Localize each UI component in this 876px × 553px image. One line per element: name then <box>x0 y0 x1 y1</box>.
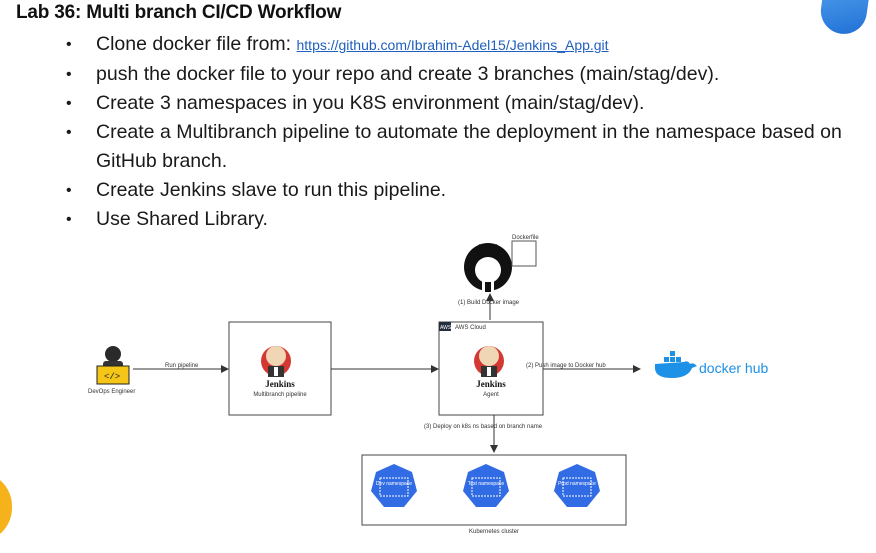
bullet-text: push the docker file to your repo and cr… <box>96 63 720 85</box>
bullet-item: • Clone docker file from: https://github… <box>66 30 866 60</box>
jenkins-name: Jenkins <box>265 379 295 389</box>
namespace-test <box>463 464 509 507</box>
bullet-dot: • <box>66 66 72 83</box>
bullet-text: Use Shared Library. <box>96 208 268 230</box>
jenkins-agent-icon <box>474 346 504 377</box>
repo-link[interactable]: https://github.com/Ibrahim-Adel15/Jenkin… <box>296 37 609 53</box>
bullet-item: • Use Shared Library. <box>66 205 866 234</box>
aws-label: AWS Cloud <box>455 325 486 331</box>
bullet-item: • push the docker file to your repo and … <box>66 60 866 89</box>
build-label: (1) Build Docker image <box>458 300 520 306</box>
bullet-dot: • <box>66 95 72 112</box>
namespace-prod <box>554 464 600 507</box>
bullet-text: Create a Multibranch pipeline to automat… <box>96 121 842 172</box>
svg-text:</>: </> <box>104 372 120 382</box>
aws-tag: AWS <box>440 325 452 331</box>
devops-label: DevOps Engineer <box>88 389 135 395</box>
jenkins-sub: Multibranch pipeline <box>253 392 307 398</box>
dockerhub-logo-icon <box>655 351 697 378</box>
bullet-dot: • <box>66 124 72 141</box>
ns-test-label: Test namespace <box>468 481 505 487</box>
namespace-dev <box>371 464 417 507</box>
ns-dev-label: Dev namespace <box>376 481 412 487</box>
deploy-label: (3) Deploy on k8s ns based on branch nam… <box>424 424 543 430</box>
run-pipeline-label: Run pipeline <box>165 363 199 369</box>
bullet-text: Create 3 namespaces in you K8S environme… <box>96 92 645 114</box>
bullet-dot: • <box>66 36 72 53</box>
agent-sub: Agent <box>483 392 499 398</box>
bullet-text: Create Jenkins slave to run this pipelin… <box>96 179 447 201</box>
bullet-item: • Create a Multibranch pipeline to autom… <box>66 118 866 176</box>
bullet-text: Clone docker file from: <box>96 33 292 55</box>
bullet-list: • Clone docker file from: https://github… <box>66 30 866 234</box>
page-title: Lab 36: Multi branch CI/CD Workflow <box>16 2 342 23</box>
github-icon <box>464 243 512 292</box>
agent-name: Jenkins <box>476 379 506 389</box>
bullet-dot: • <box>66 211 72 228</box>
ns-prod-label: Prod namespace <box>558 481 596 487</box>
bullet-item: • Create Jenkins slave to run this pipel… <box>66 176 866 205</box>
bullet-item: • Create 3 namespaces in you K8S environ… <box>66 89 866 118</box>
cluster-label: Kubernetes cluster <box>469 529 519 535</box>
devops-engineer-icon: </> <box>96 346 130 385</box>
jenkins-icon <box>261 346 291 377</box>
dockerfile-label: Dockerfile <box>512 235 539 241</box>
dockerfile-icon <box>511 240 537 267</box>
dockerhub-label: docker hub <box>699 360 768 376</box>
push-label: (2) Push image to Docker hub <box>526 363 606 369</box>
bullet-dot: • <box>66 182 72 199</box>
aws-logo <box>439 322 451 331</box>
